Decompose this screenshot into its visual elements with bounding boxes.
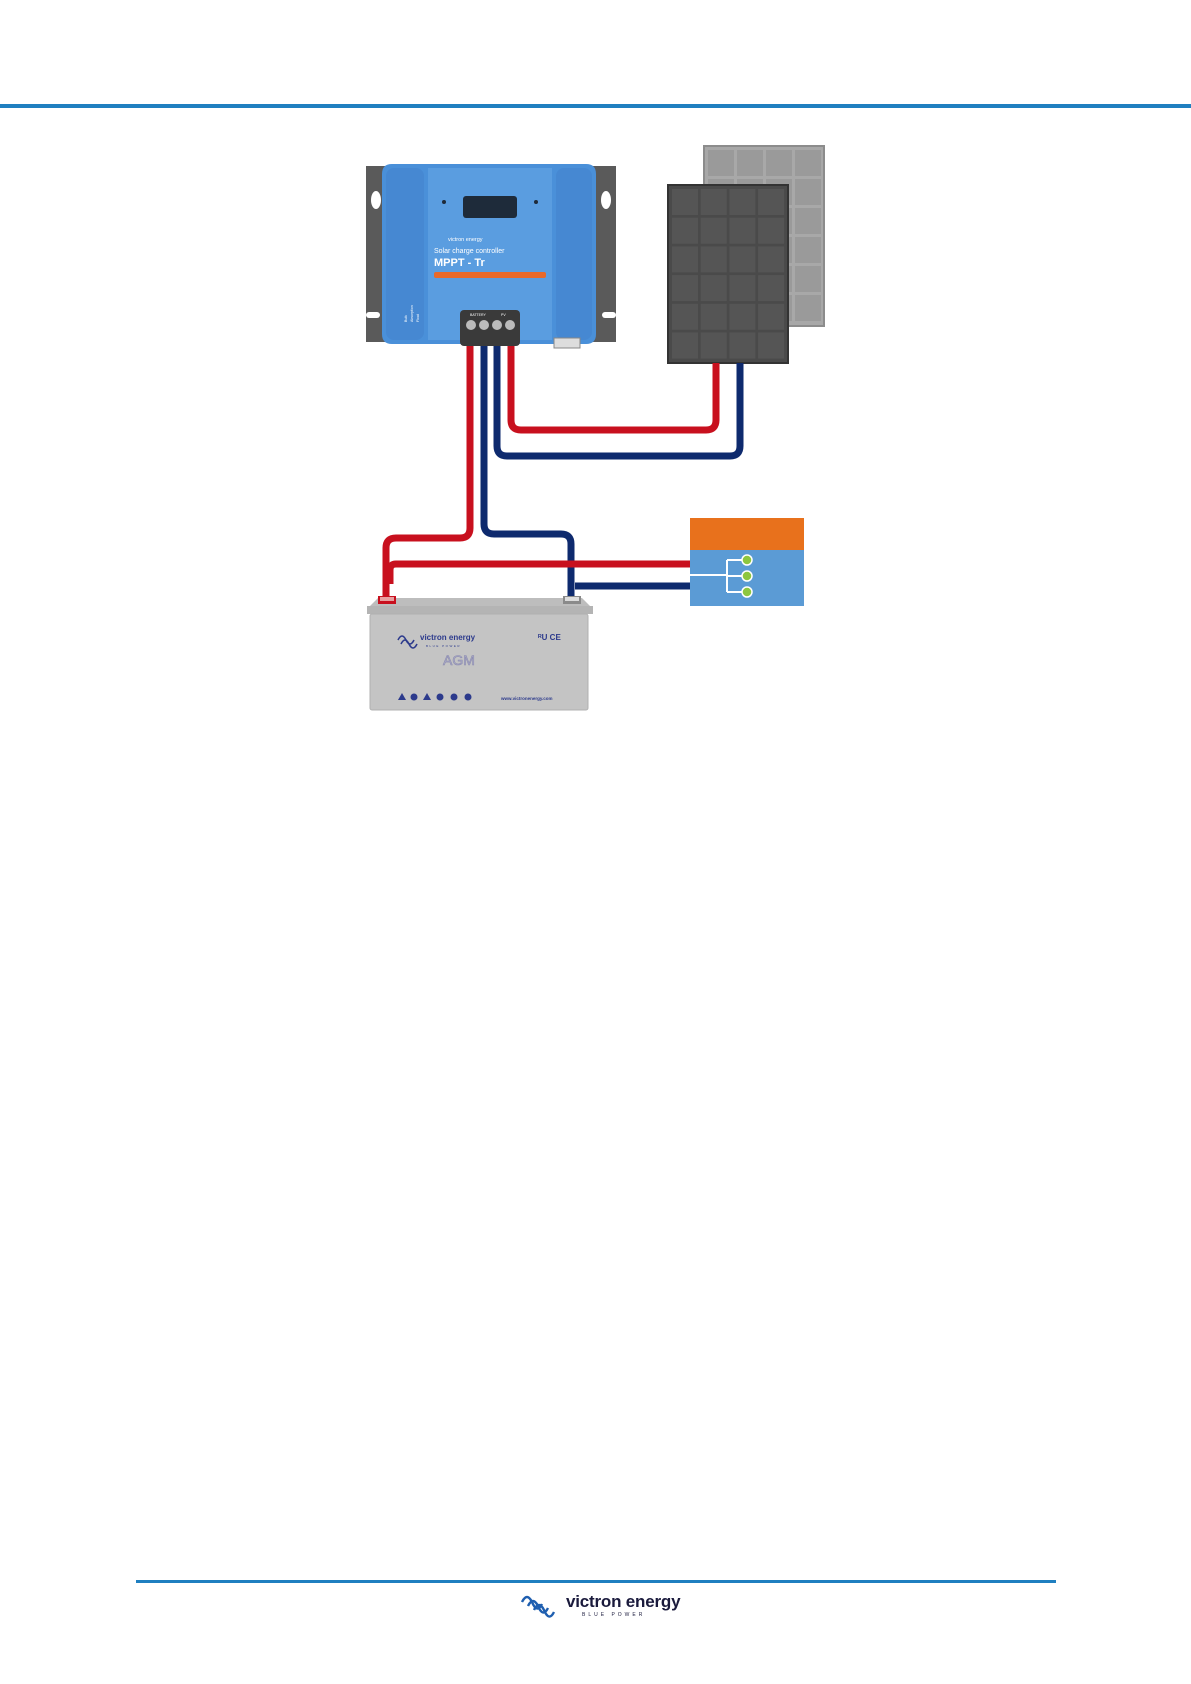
solar-panel-front	[668, 185, 788, 363]
solar-cell	[729, 275, 755, 301]
solar-cell	[795, 208, 821, 234]
solar-cell	[701, 304, 727, 330]
solar-cell	[701, 333, 727, 359]
solar-cell	[672, 304, 698, 330]
solar-cell	[672, 246, 698, 272]
solar-cell	[729, 246, 755, 272]
controller-subtitle: Solar charge controller	[434, 248, 505, 255]
solar-cell	[701, 189, 727, 215]
footer-brand: victron energy	[566, 1592, 680, 1612]
solar-cell	[729, 189, 755, 215]
wire-load-positive	[390, 564, 690, 584]
solar-cell	[795, 179, 821, 205]
battery-brand: victron energy	[420, 633, 476, 642]
solar-cell	[737, 150, 763, 176]
footer-tagline: BLUE POWER	[582, 1612, 645, 1618]
side-label-float: Float	[416, 314, 420, 322]
solar-cell	[701, 275, 727, 301]
solar-cell	[758, 189, 784, 215]
solar-cell	[795, 266, 821, 292]
battery-cert-marks: ᴿU CE	[538, 633, 561, 642]
solar-cell	[672, 189, 698, 215]
solar-cell	[795, 150, 821, 176]
solar-cell	[708, 150, 734, 176]
solar-cell	[701, 246, 727, 272]
controller-brand: victron energy	[448, 237, 483, 243]
controller-model: MPPT - Tr	[434, 257, 485, 269]
solar-cell	[672, 333, 698, 359]
solar-cell	[758, 275, 784, 301]
solar-cell	[795, 237, 821, 263]
battery-type-label: AGM	[443, 652, 475, 668]
solar-cell	[795, 295, 821, 321]
solar-cell	[672, 218, 698, 244]
side-label-bulk: Bulk	[404, 315, 408, 322]
solar-cell	[672, 275, 698, 301]
solar-cell	[729, 333, 755, 359]
solar-cell	[729, 304, 755, 330]
terminal-label-battery: BATTERY	[470, 313, 486, 317]
distribution-box	[690, 518, 804, 606]
battery-brand-tagline: BLUE POWER	[426, 644, 461, 648]
side-label-absorption: Absorption	[410, 305, 414, 322]
battery-website: www.victronenergy.com	[500, 696, 553, 701]
solar-cell	[758, 218, 784, 244]
solar-cell	[766, 150, 792, 176]
footer-rule	[136, 1580, 1056, 1583]
solar-cell	[701, 218, 727, 244]
solar-cell	[758, 333, 784, 359]
solar-cell	[758, 246, 784, 272]
terminal-label-pv: PV	[501, 313, 506, 317]
agm-battery	[367, 596, 593, 710]
solar-cell	[758, 304, 784, 330]
solar-cell	[729, 218, 755, 244]
